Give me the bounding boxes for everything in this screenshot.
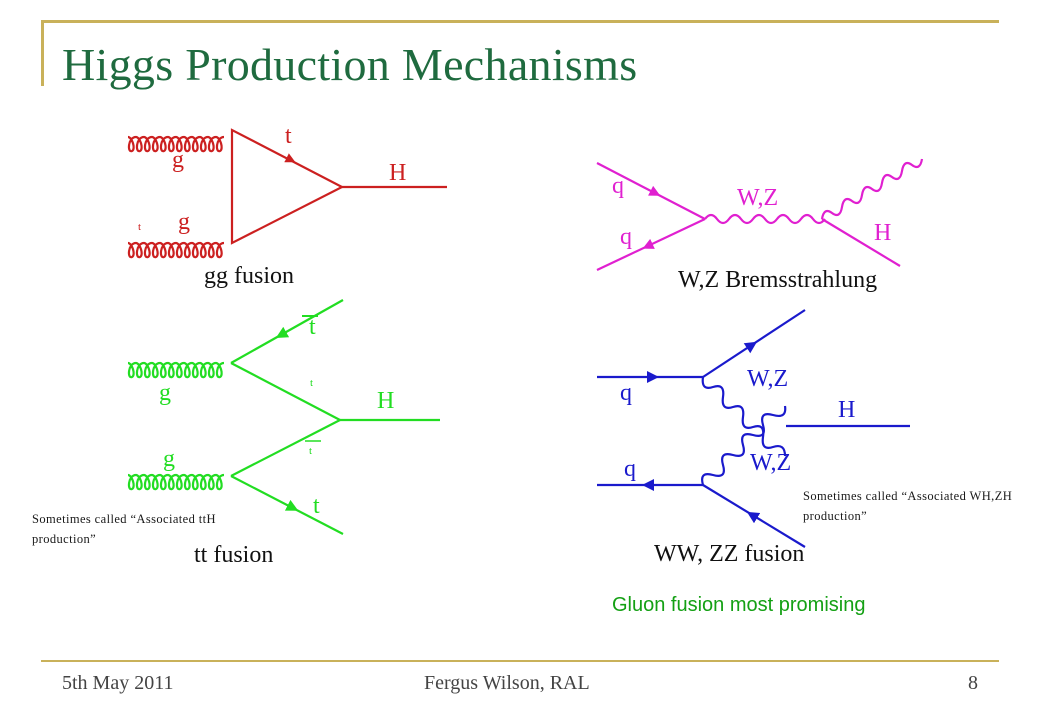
label-boson: W,Z bbox=[737, 185, 778, 211]
label-g-bottom: g bbox=[163, 446, 175, 472]
quark-line-bottom-out bbox=[702, 484, 806, 548]
gluon-line-bottom bbox=[127, 241, 225, 259]
label-q-bottom: q bbox=[624, 456, 636, 482]
quark-line-bottom bbox=[596, 218, 706, 271]
label-q-top: q bbox=[612, 173, 624, 199]
footer-date: 5th May 2011 bbox=[62, 672, 174, 694]
label-t-small: t bbox=[138, 221, 141, 233]
footer-rule bbox=[41, 660, 999, 662]
label-boson-bottom: W,Z bbox=[750, 450, 791, 476]
caption-gg-fusion: gg fusion bbox=[204, 263, 294, 289]
label-g-top: g bbox=[159, 380, 171, 406]
label-tbar-small: t bbox=[309, 445, 312, 457]
whzh-production-note: Sometimes called “Associated WH,ZH produ… bbox=[803, 489, 1013, 523]
caption-wz-bremsstrahlung: W,Z Bremsstrahlung bbox=[678, 267, 877, 293]
label-boson-top: W,Z bbox=[747, 366, 788, 392]
label-h: H bbox=[377, 388, 394, 414]
t-line-lower bbox=[230, 419, 341, 477]
footer-page-number: 8 bbox=[968, 672, 978, 694]
label-t-bottom: t bbox=[313, 493, 320, 519]
tbar-line-top bbox=[230, 299, 344, 364]
gluon-line-top bbox=[127, 135, 225, 153]
label-h: H bbox=[874, 220, 891, 246]
wz-bremsstrahlung-diagram: q q W,Z H W,Z Bremsstrahlung bbox=[596, 158, 924, 293]
radiated-h-boson-line bbox=[820, 158, 924, 220]
gluon-line-top bbox=[127, 361, 225, 379]
tth-production-note: Sometimes called “Associated ttH product… bbox=[32, 512, 216, 546]
slide-frame-left bbox=[41, 20, 44, 86]
label-g-bottom: g bbox=[178, 209, 190, 235]
t-line-upper bbox=[230, 362, 341, 421]
label-t-loop: t bbox=[285, 123, 292, 149]
footer-author: Fergus Wilson, RAL bbox=[424, 672, 590, 694]
label-t-small: t bbox=[310, 377, 313, 389]
gg-fusion-diagram: g g t t H gg fusion bbox=[127, 123, 447, 289]
t-line-bottom bbox=[230, 475, 344, 535]
tt-fusion-diagram: t t t t g g H tt fusion bbox=[127, 299, 440, 568]
ww-zz-fusion-diagram: q q W,Z W,Z H WW, ZZ fusion bbox=[597, 309, 910, 567]
gluon-line-bottom bbox=[127, 473, 225, 491]
label-g-top: g bbox=[172, 147, 184, 173]
boson-line bbox=[704, 213, 826, 225]
label-q-bottom: q bbox=[620, 224, 632, 250]
higgs-line bbox=[821, 218, 901, 267]
boson-line-bottom bbox=[701, 405, 787, 486]
label-h: H bbox=[838, 397, 855, 423]
label-h: H bbox=[389, 160, 406, 186]
label-q-top: q bbox=[620, 380, 632, 406]
label-tbar-top: t bbox=[309, 314, 316, 340]
gluon-fusion-callout: Gluon fusion most promising bbox=[612, 594, 866, 616]
slide-title: Higgs Production Mechanisms bbox=[62, 39, 638, 90]
caption-tt-fusion: tt fusion bbox=[194, 542, 273, 568]
caption-ww-zz-fusion: WW, ZZ fusion bbox=[654, 541, 804, 567]
slide-frame-top bbox=[41, 20, 999, 23]
boson-line-top bbox=[701, 376, 787, 457]
